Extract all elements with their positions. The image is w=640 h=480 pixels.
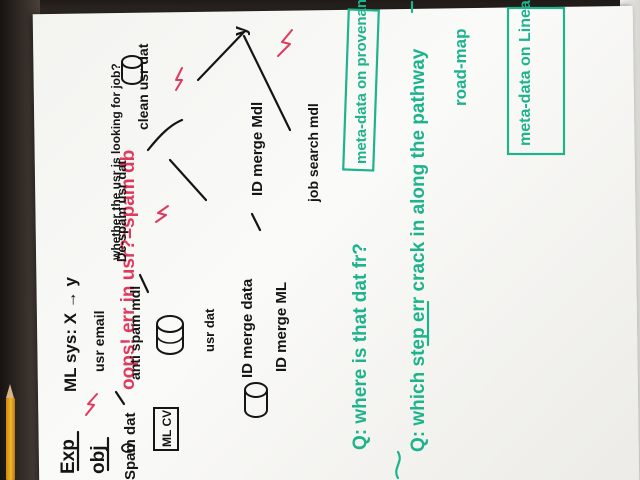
lightning-icon-2: [155, 205, 169, 223]
question-1: Q: where is that dat fr?: [350, 243, 371, 450]
roadmap-label: road-map: [451, 29, 470, 106]
usr-dat-label: usr dat: [202, 308, 217, 352]
id-merge-data-label: ID merge data: [239, 278, 256, 378]
arrow-to-y-2: [242, 34, 292, 132]
exp-label: Exp: [58, 439, 79, 474]
id-merge-mdl-label: ID merge Mdl: [249, 102, 266, 196]
error-note: oops! err in usr?=spam db: [118, 150, 139, 390]
de-spam-label: De-spam usr dat: [114, 159, 129, 262]
obj-label: obj: [88, 446, 109, 475]
ml-cv-label: ML CV: [160, 410, 174, 447]
arrow-to-despam: [138, 273, 150, 294]
arrow-clean: [146, 118, 184, 152]
spam-dat-label: Spam dat: [122, 412, 139, 480]
arrow-spam-to-anti: [114, 390, 126, 406]
id-merge-ml-label: ID merge ML: [273, 282, 290, 372]
whether-question: whether the usr is looking for job?: [109, 63, 123, 261]
arrow-to-merge-mdl: [250, 212, 262, 232]
ml-sys-label: ML sys: X → y: [61, 277, 80, 392]
lightning-icon-4: [277, 29, 293, 57]
lineage-label: meta-data on Lineage: [517, 0, 534, 146]
y-label: y: [230, 26, 250, 36]
pencil: [6, 398, 15, 480]
lightning-icon: [85, 393, 98, 416]
id-merge-db-icon: [244, 382, 268, 418]
usr-email-label: usr email: [91, 311, 107, 372]
usr-dat-db-icon: [156, 315, 184, 355]
pencil-tip: [6, 384, 14, 398]
arrow-clean-down: [168, 158, 208, 202]
lightning-icon-3: [175, 67, 183, 91]
spam-db-icon: [121, 443, 135, 453]
clean-db-icon: [121, 55, 143, 85]
provenance-label: meta-data on provenance: [353, 0, 370, 164]
arrow-to-y-1: [196, 30, 246, 82]
lineage-box: meta-data on Lineage: [506, 0, 566, 156]
provenance-box: meta-data on provenance: [342, 0, 380, 172]
question-2: Q: which step err crack in along the pat…: [408, 48, 429, 452]
green-swirl: [395, 450, 401, 480]
anti-spam-label: anti spam mdl: [127, 286, 143, 380]
ml-cv-box: ML CV: [153, 407, 179, 451]
job-search-label: job search mdl: [305, 103, 321, 203]
clean-label: clean usr dat: [135, 43, 151, 130]
